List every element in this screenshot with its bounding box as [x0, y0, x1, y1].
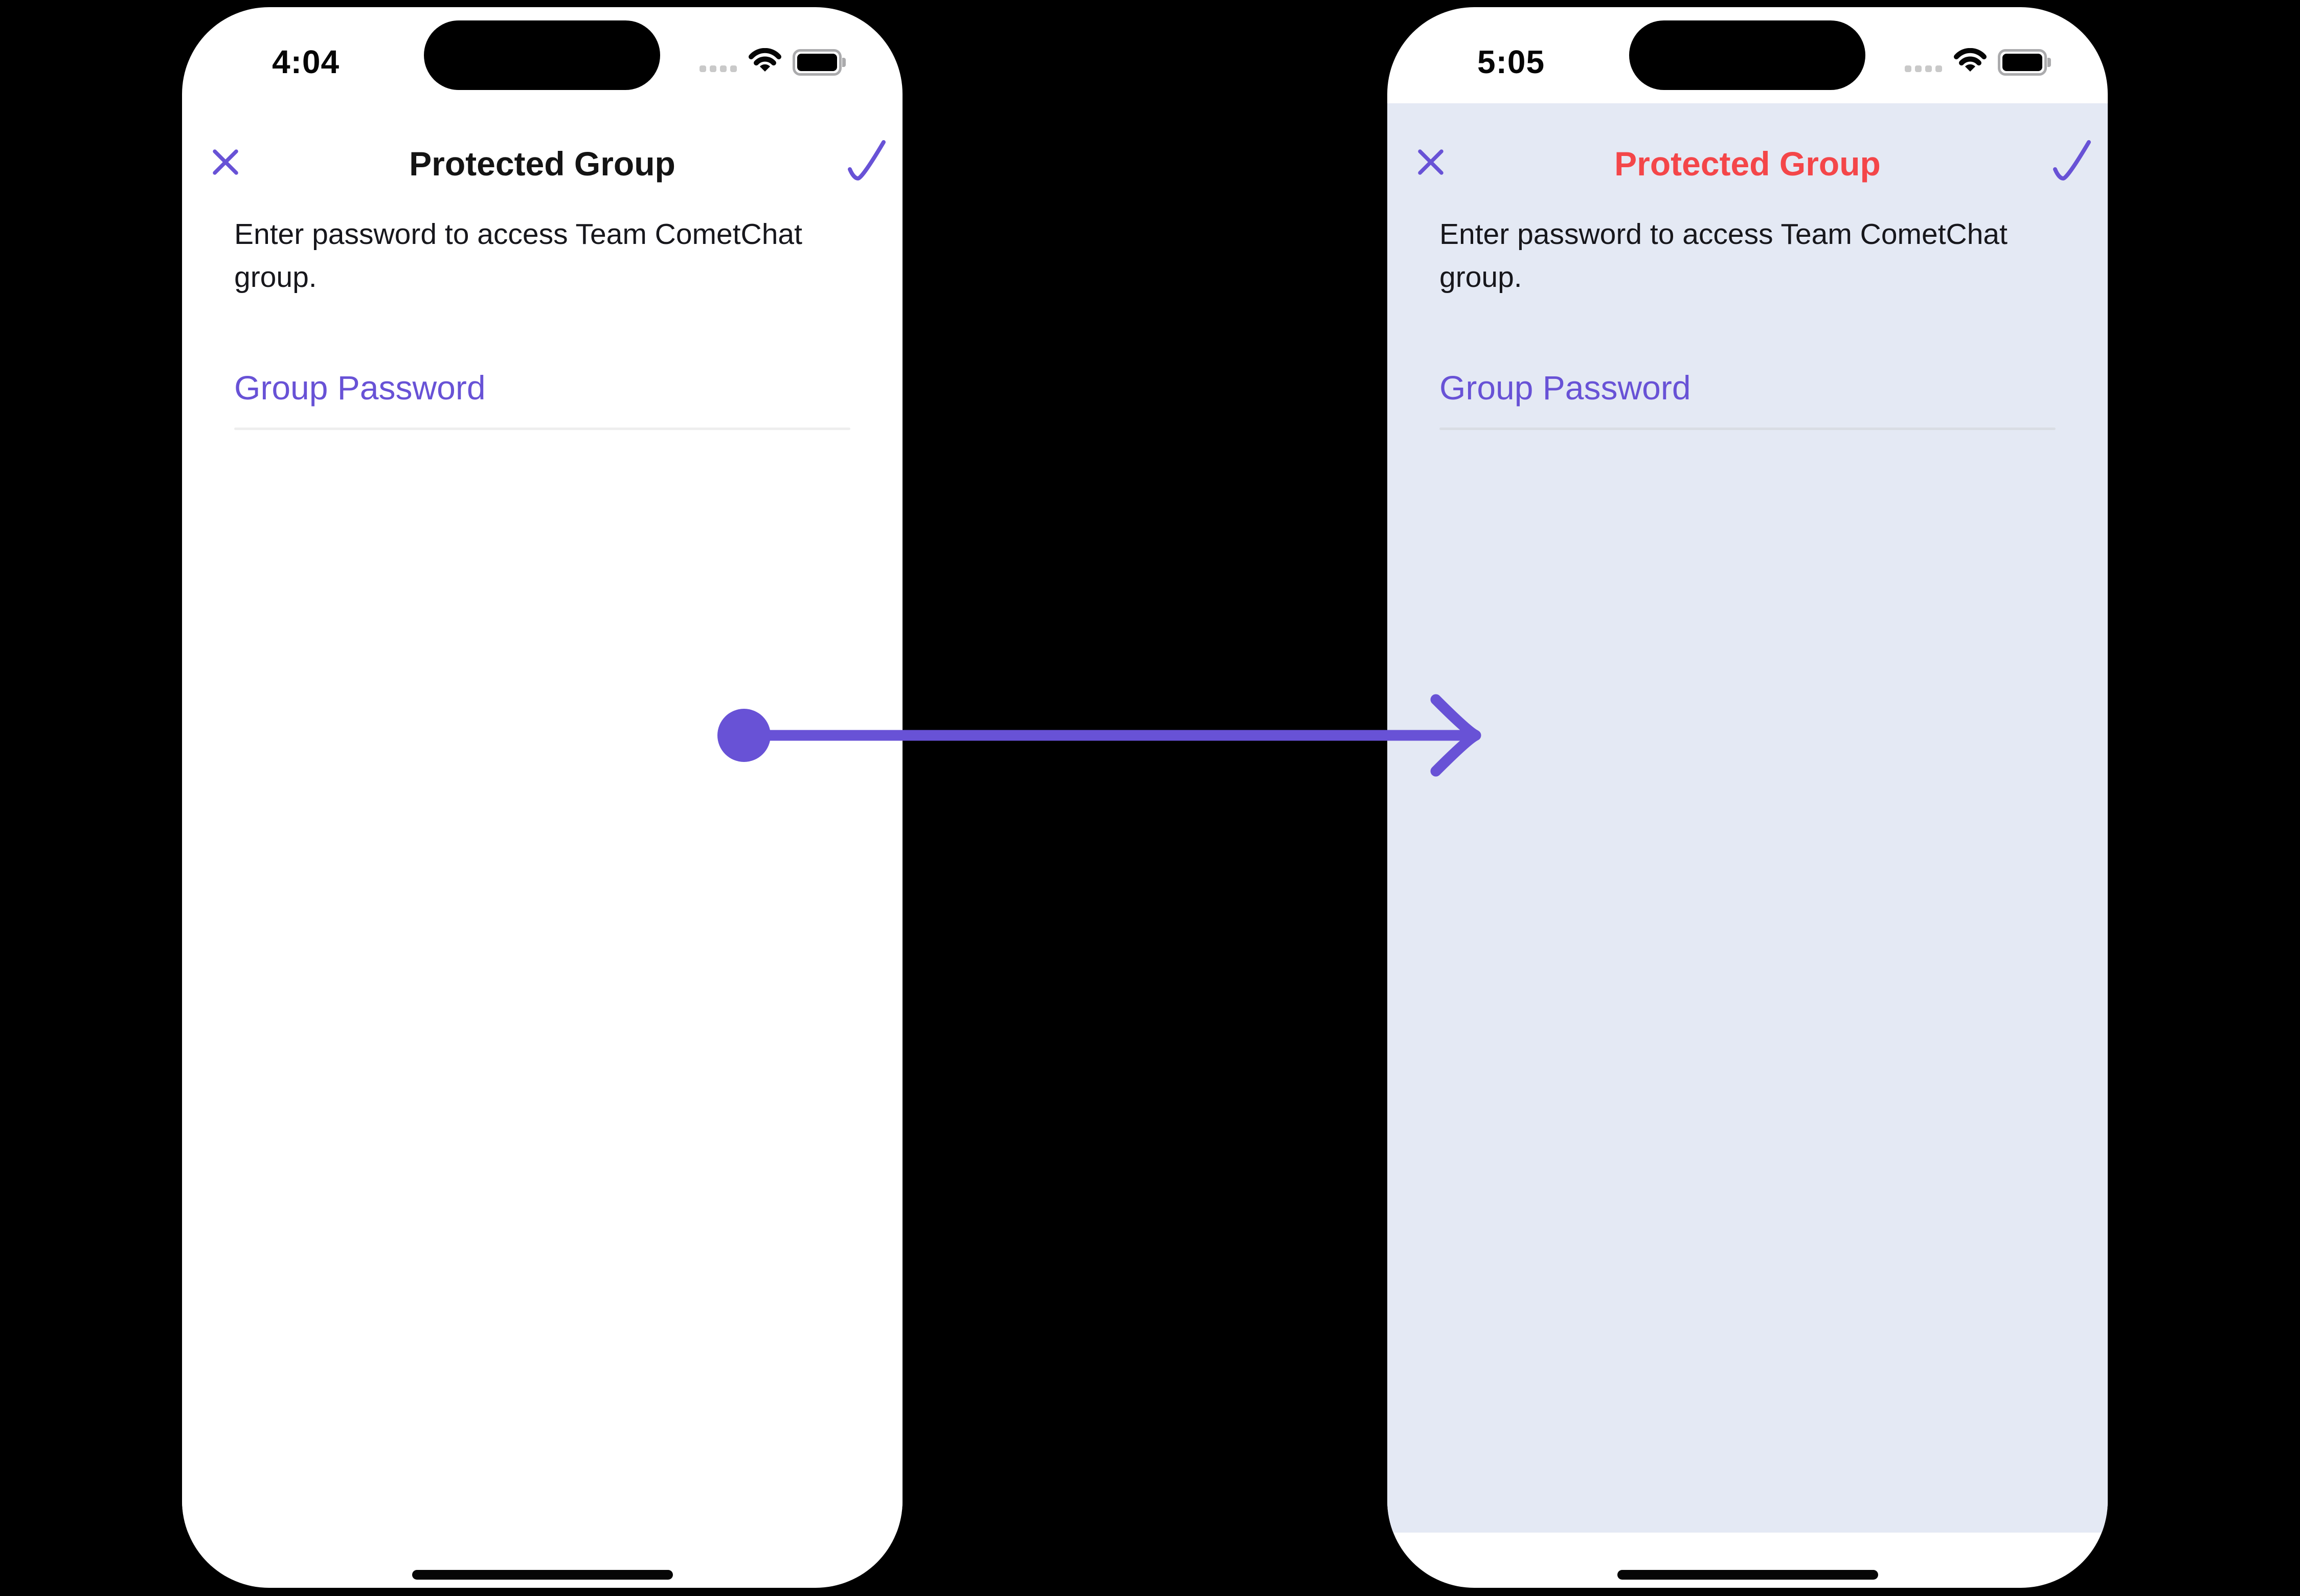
checkmark-icon[interactable]: [2052, 139, 2092, 182]
wifi-icon: [749, 48, 781, 72]
description-text: Enter password to access Team CometChat …: [234, 218, 802, 294]
group-password-field[interactable]: Group Password: [234, 365, 850, 433]
description-text: Enter password to access Team CometChat …: [1439, 218, 2008, 294]
group-password-field[interactable]: Group Password: [1439, 365, 2056, 433]
close-icon[interactable]: [1417, 148, 1445, 176]
field-underline: [234, 428, 850, 430]
status-time: 5:05: [1477, 43, 1545, 80]
page-title: Protected Group: [1614, 145, 1881, 183]
status-time: 4:04: [272, 43, 340, 80]
checkmark-icon[interactable]: [847, 139, 887, 182]
dynamic-island: [424, 20, 660, 90]
wifi-icon: [1954, 48, 1987, 72]
iphone-mockup-left: 4:04 Protected Group Enter passw: [182, 7, 903, 1588]
cellular-signal-icon: [1905, 65, 1942, 72]
field-label: Group Password: [234, 369, 486, 407]
battery-icon: [1998, 49, 2051, 76]
field-underline: [1439, 428, 2056, 430]
cellular-signal-icon: [700, 65, 737, 72]
page-title: Protected Group: [409, 145, 675, 183]
dynamic-island: [1629, 20, 1865, 90]
home-indicator[interactable]: [412, 1570, 673, 1580]
screen-background: [1387, 103, 2108, 1533]
close-icon[interactable]: [212, 148, 239, 176]
iphone-mockup-right: 5:05 Protected Group Enter passw: [1387, 7, 2108, 1588]
field-label: Group Password: [1439, 369, 1691, 407]
screen-background: [182, 103, 903, 1533]
home-indicator[interactable]: [1617, 1570, 1878, 1580]
battery-icon: [793, 49, 846, 76]
